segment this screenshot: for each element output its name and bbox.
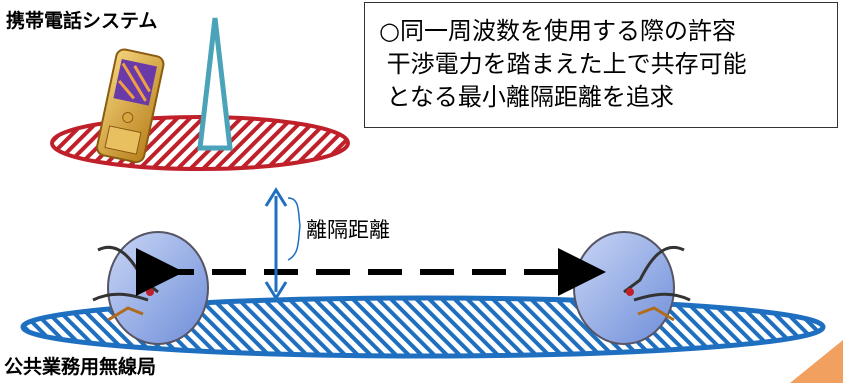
- base-station-antenna-icon: [197, 17, 233, 151]
- callout-box: ○同一周波数を使用する際の許容 干渉電力を踏まえた上で共存可能 となる最小離隔距…: [364, 2, 838, 128]
- slide-corner-accent: [790, 340, 843, 383]
- mobile-phone-icon: [96, 48, 165, 164]
- callout-text: ○同一周波数を使用する際の許容 干渉電力を踏まえた上で共存可能 となる最小離隔距…: [379, 17, 747, 111]
- mobile-system-label: 携帯電話システム: [6, 10, 158, 32]
- public-station-label: 公共業務用無線局: [4, 356, 157, 378]
- separation-distance-arrow: [264, 187, 288, 301]
- separation-distance-label: 離隔距離: [306, 218, 390, 242]
- separation-brace: [287, 197, 301, 261]
